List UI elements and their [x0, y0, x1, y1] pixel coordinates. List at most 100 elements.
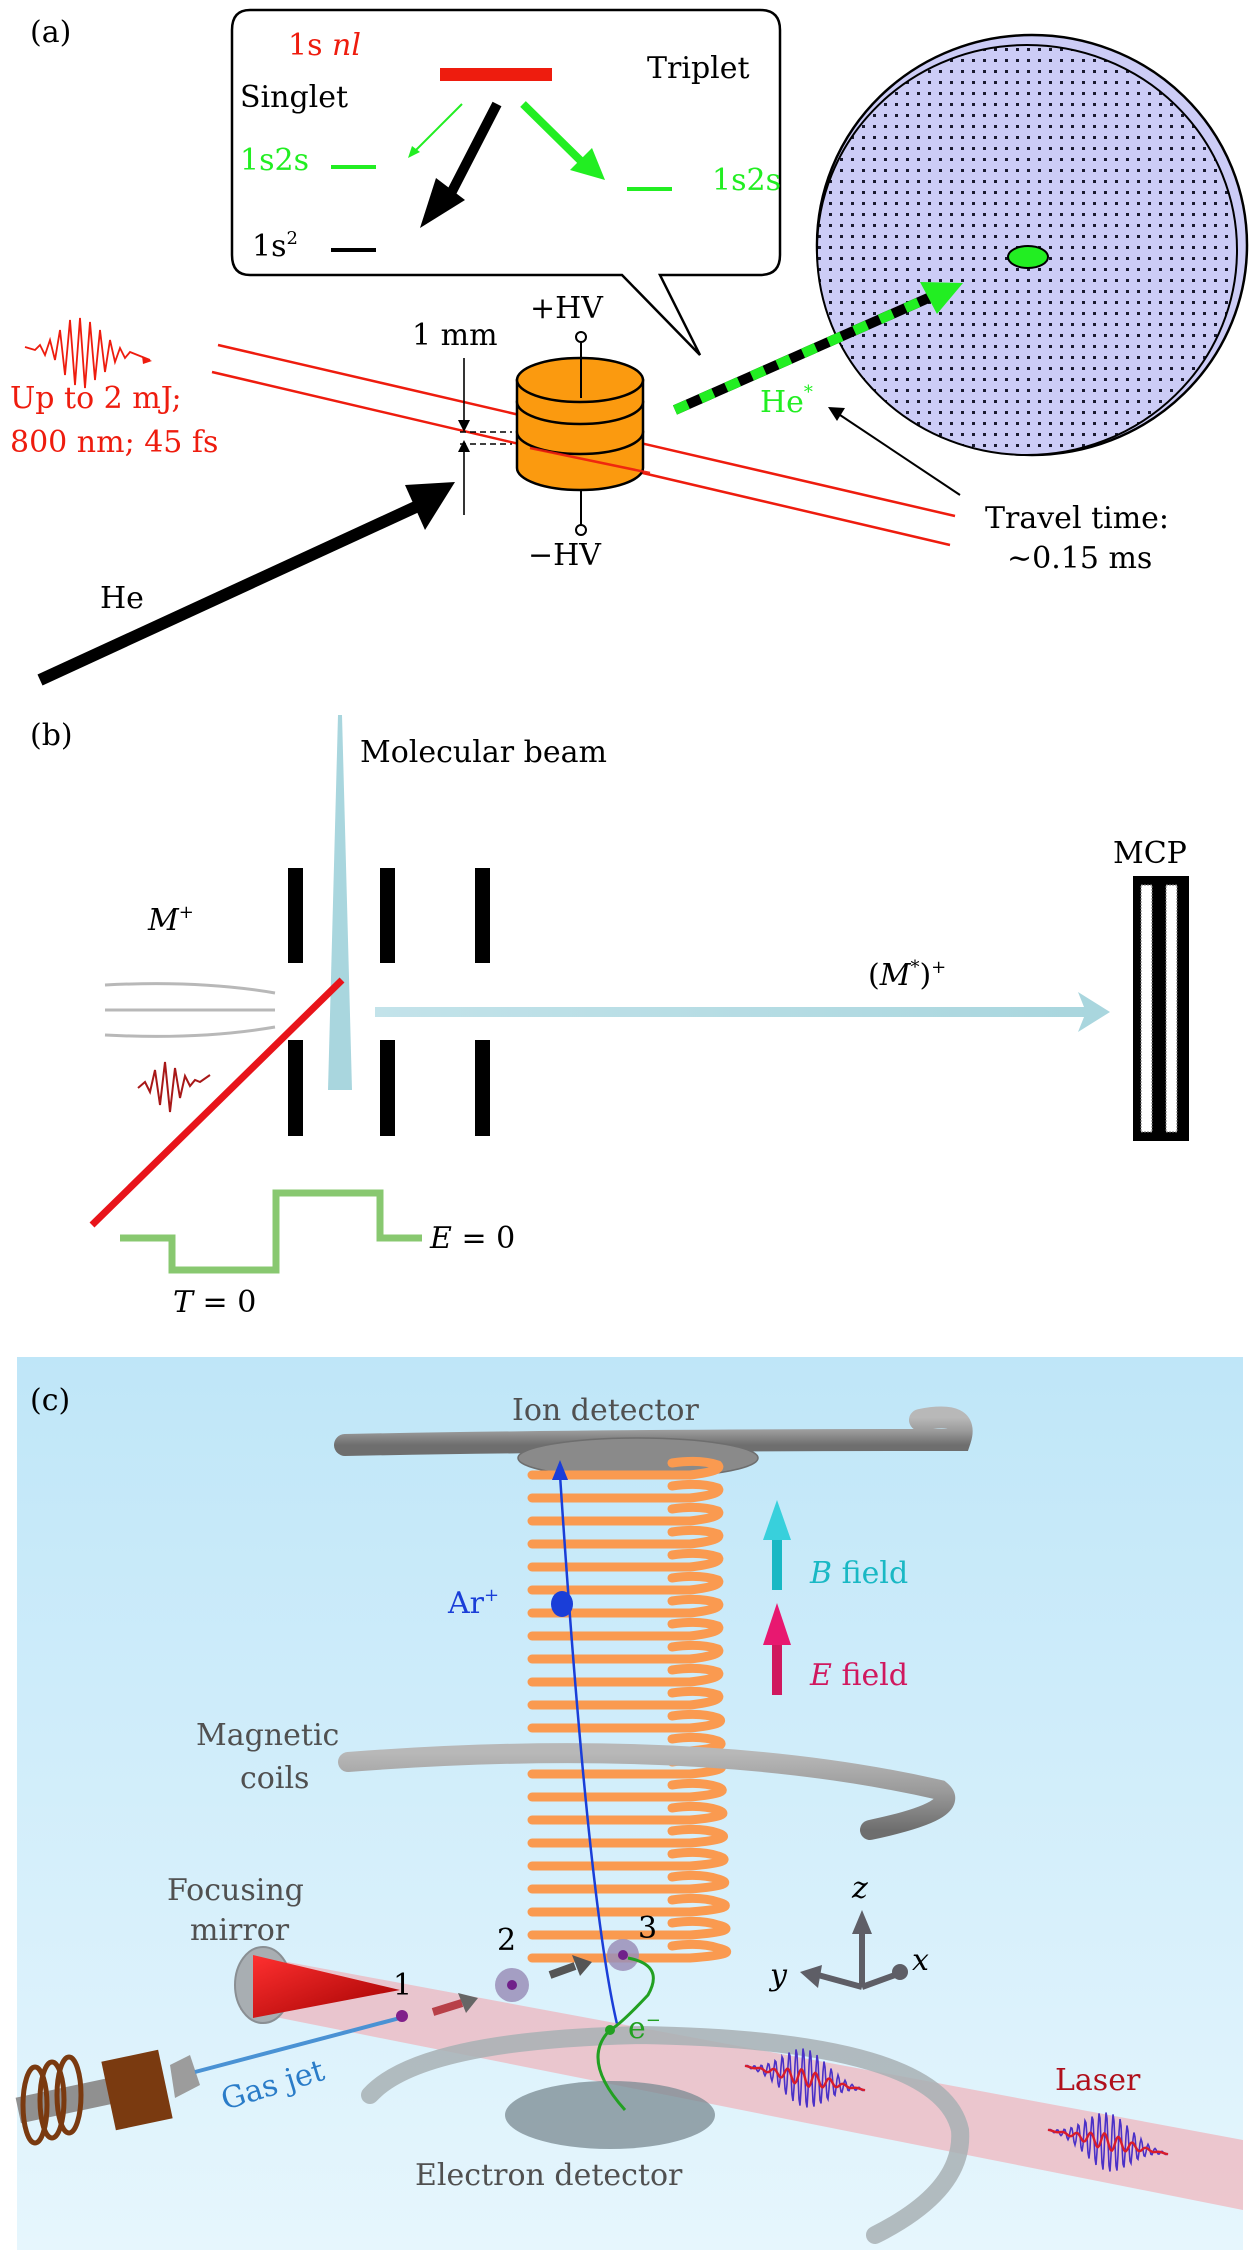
travel-time-pointer-head	[828, 407, 845, 421]
electron-particle	[605, 2025, 615, 2035]
coil-turn	[527, 1502, 724, 1526]
plate-3-bottom	[475, 1040, 490, 1136]
laser-beam-band	[240, 1955, 1243, 2210]
ground-state-label: 1s2	[252, 228, 298, 264]
laser-label: Laser	[1055, 2063, 1141, 2098]
triplet-1s2s-label: 1s2s	[712, 163, 781, 198]
top-magnetic-coil	[334, 1406, 973, 1456]
step-2-core	[507, 1980, 517, 1990]
plate-1-bottom	[288, 1040, 303, 1136]
plate-2-top	[380, 868, 395, 963]
panel-a: (a) 1s nl Singlet Triplet 1s2s 1s2s 1s2 …	[10, 8, 1249, 686]
m-plus-ion-beam	[104, 982, 276, 1038]
focusing-mirror-line-2: mirror	[190, 1913, 290, 1948]
gap-label: 1 mm	[412, 318, 498, 353]
coil-turn	[527, 1893, 730, 1917]
mcp-label: MCP	[1113, 836, 1187, 871]
coil-turn	[527, 1709, 726, 1733]
step-1-atom	[396, 2010, 408, 2022]
electron-trajectory	[596, 1956, 655, 2112]
coil-turn	[527, 1479, 724, 1503]
coil-turn	[527, 1824, 728, 1848]
plate-1-top	[288, 868, 303, 963]
he-beam-arrow	[37, 499, 423, 686]
detection-spot	[1007, 245, 1049, 269]
magnetic-coils-line-2: coils	[240, 1761, 309, 1796]
plus-hv-label: +HV	[530, 291, 604, 326]
step-1-arrow	[431, 1999, 464, 2016]
e-equals-zero-label: E = 0	[429, 1221, 515, 1256]
triplet-1s2s-level	[627, 187, 672, 191]
middle-magnetic-coil	[338, 1743, 956, 1840]
timing-pulse	[120, 1189, 422, 1274]
step-2-label: 2	[497, 1923, 516, 1958]
ground-state-level	[331, 248, 376, 252]
laser-specs-line-2: 800 nm; 45 fs	[10, 425, 218, 460]
ion-trajectory	[558, 1474, 619, 2025]
triplet-decay-arrowhead	[570, 148, 605, 180]
step-1-arrowhead	[458, 1993, 478, 2013]
he-beam-arrowhead	[405, 482, 455, 530]
he-star-arrowhead	[920, 282, 963, 314]
gas-jet-stream	[194, 2016, 401, 2074]
triplet-label: Triplet	[647, 51, 750, 86]
singlet-decay-arrowhead	[408, 146, 420, 158]
electron-label: e−	[628, 2010, 661, 2046]
coil-turn	[527, 1571, 724, 1595]
panel-b: (b) Molecular beam M+ (M*)+	[30, 715, 1189, 1320]
coil-turn	[527, 1456, 724, 1480]
laser-pulse-packets	[744, 2048, 1169, 2172]
lower-magnetic-coil	[361, 2025, 970, 2244]
magnetic-coils-line-1: Magnetic	[196, 1718, 339, 1753]
coil-turn	[527, 1939, 732, 1963]
singlet-1s2s-label: 1s2s	[240, 143, 309, 178]
ion-flight-arrowhead	[1078, 992, 1110, 1032]
ion-detector-label: Ion detector	[512, 1393, 699, 1428]
coil-turn	[527, 1870, 729, 1894]
b-field-arrow-shaft	[772, 1535, 782, 1590]
laser-beam-b	[89, 977, 345, 1228]
ion-flight-path	[375, 1007, 1090, 1017]
coil-turn	[527, 1778, 727, 1802]
step-2-arrowhead	[572, 1955, 592, 1976]
axis-y-label: y	[768, 1958, 788, 1993]
electron-detector-label: Electron detector	[415, 2158, 683, 2193]
step-1-label: 1	[393, 1968, 412, 2003]
singlet-decay-arrow	[413, 103, 463, 153]
pulse-envelope-component	[744, 2064, 866, 2092]
coil-turn	[527, 1640, 724, 1664]
coil-turn	[527, 1916, 731, 1940]
step-3-core	[618, 1950, 628, 1960]
laser-pulse-waveform-b	[137, 1061, 211, 1113]
e-field-arrowhead	[763, 1603, 791, 1645]
m-star-plus-label: (M*)+	[868, 957, 946, 993]
e-field-label: E field	[809, 1658, 908, 1693]
ar-ion-label: Ar+	[447, 1585, 499, 1621]
focused-laser-cone	[253, 1955, 400, 2018]
coil-turn	[527, 1801, 728, 1825]
minus-hv-terminal	[575, 524, 587, 536]
coordinate-axes	[800, 1910, 908, 1990]
triplet-decay-arrow	[520, 101, 588, 168]
level-1snl-bar	[440, 68, 552, 81]
spectrometer-coil	[527, 1456, 732, 1963]
travel-time-line-2: ∼0.15 ms	[1007, 541, 1152, 576]
t-equals-zero-label: T = 0	[173, 1285, 256, 1320]
molecular-beam	[328, 715, 352, 1090]
travel-time-line-1: Travel time:	[985, 501, 1169, 536]
step-3-label: 3	[638, 1911, 657, 1946]
ion-trajectory-arrowhead	[552, 1460, 568, 1480]
b-field-label: B field	[809, 1556, 908, 1591]
mcp-detector	[1133, 876, 1189, 1141]
he-star-path-green	[672, 290, 938, 415]
molecular-beam-label: Molecular beam	[360, 735, 607, 770]
ion-optics-plates	[288, 868, 490, 1136]
panel-b-label: (b)	[30, 718, 73, 753]
panel-c: (c) Ion detector Magnetic coils Ar+ B fi…	[15, 1357, 1243, 2250]
coil-turn	[527, 1663, 724, 1687]
ground-decay-arrowhead	[420, 178, 465, 228]
pulse-envelope-component	[1047, 2128, 1169, 2156]
singlet-1s2s-level	[331, 165, 376, 169]
energy-level-callout	[230, 8, 782, 356]
